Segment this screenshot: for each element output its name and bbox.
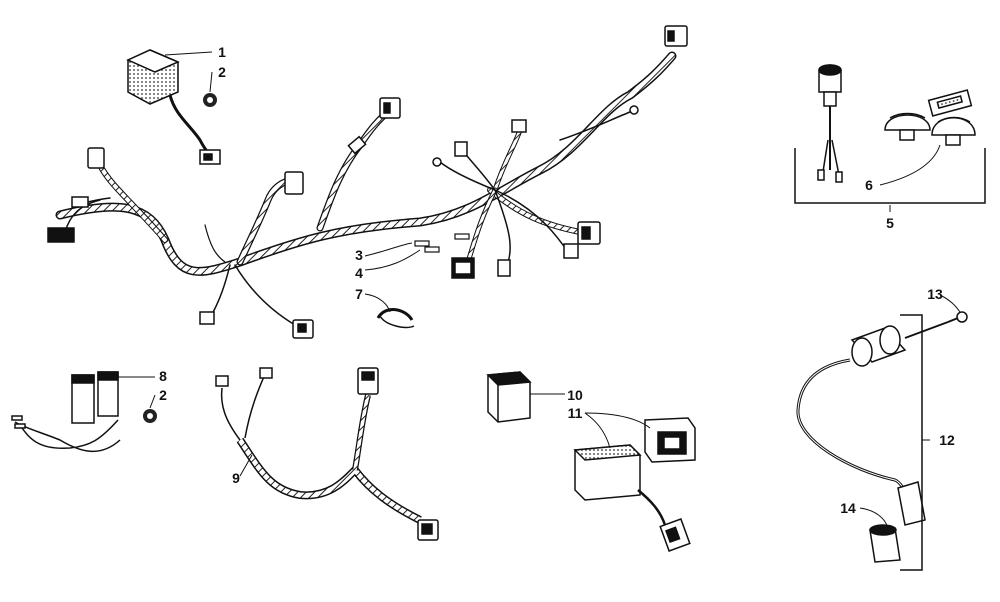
callout-9: 9 xyxy=(232,470,240,486)
callout-1: 1 xyxy=(218,44,226,60)
cable-tie xyxy=(376,308,415,329)
spark-plug-cap xyxy=(869,481,926,563)
voltage-regulator xyxy=(126,49,221,165)
connector-top-center xyxy=(511,119,527,133)
terminals xyxy=(414,233,470,253)
harness-connectors xyxy=(47,25,688,339)
sub-harness xyxy=(220,371,422,524)
connector-left-mid xyxy=(71,196,89,208)
connector-center-right xyxy=(497,259,511,277)
cdi-unit xyxy=(573,417,696,552)
callout-4: 4 xyxy=(355,265,363,281)
bracket-part12 xyxy=(900,314,923,571)
ring-terminal-a xyxy=(432,157,442,167)
callout-8: 8 xyxy=(159,368,167,384)
connector-left-bottom xyxy=(47,227,75,243)
sub-harness-connectors xyxy=(215,367,439,541)
connector-center-left xyxy=(454,141,468,157)
callout-7: 7 xyxy=(355,286,363,302)
callout-6: 6 xyxy=(865,177,873,193)
connector-left-top xyxy=(87,147,105,169)
hex-nut-2 xyxy=(143,409,157,423)
leader-lines xyxy=(115,51,961,529)
bracket-part5 xyxy=(794,148,986,204)
callout-10: 10 xyxy=(567,387,583,403)
connector-left-upper xyxy=(284,171,304,195)
callout-13: 13 xyxy=(927,286,943,302)
callout-2-lower: 2 xyxy=(159,387,167,403)
callout-3: 3 xyxy=(355,247,363,263)
callout-12: 12 xyxy=(939,432,955,448)
callout-2-upper: 2 xyxy=(218,64,226,80)
hex-nut xyxy=(203,93,217,107)
callout-5: 5 xyxy=(886,215,894,231)
callout-11: 11 xyxy=(567,405,583,421)
ignition-coil xyxy=(796,321,949,499)
relay-box xyxy=(486,371,532,423)
connector-bottom-left xyxy=(199,311,215,325)
callout-14: 14 xyxy=(840,500,856,516)
key-switch xyxy=(817,64,843,183)
screw xyxy=(947,311,968,323)
ring-terminal-b xyxy=(629,105,639,115)
relay-harness xyxy=(11,371,121,453)
connector-right-low xyxy=(563,243,579,259)
indicator-lamps xyxy=(884,89,976,146)
